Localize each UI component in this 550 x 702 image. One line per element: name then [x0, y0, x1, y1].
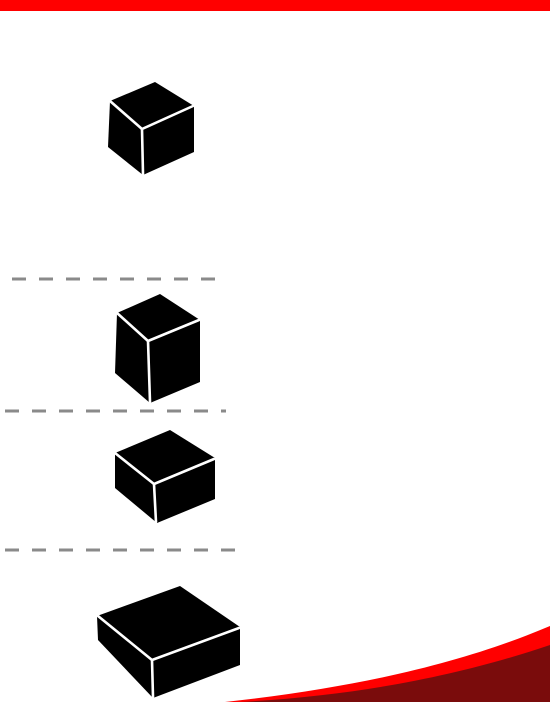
box-edge-vertical: [152, 660, 153, 697]
box-cube-small: [108, 82, 194, 175]
box-cube-tall: [115, 294, 200, 403]
box-flat-medium: [115, 430, 215, 523]
box-edge-vertical: [142, 129, 143, 174]
corner-swoosh-decoration: [225, 626, 550, 702]
box-flat-large: [97, 586, 240, 698]
